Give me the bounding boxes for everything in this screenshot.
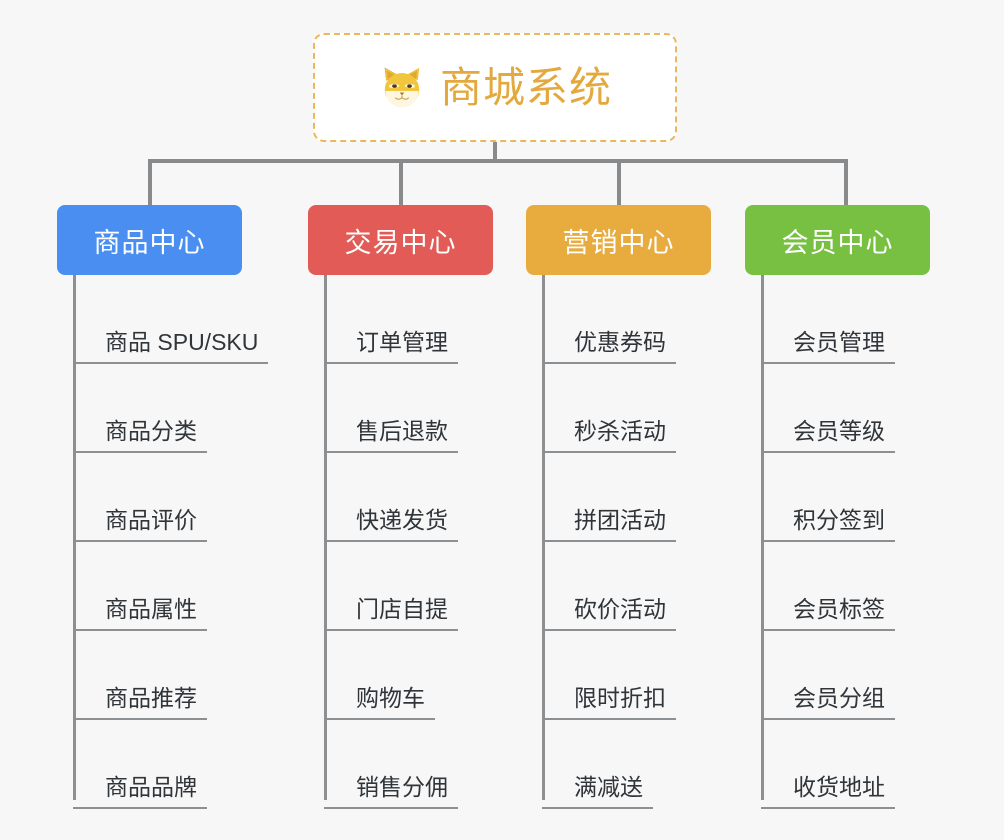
- connector-drop-3: [617, 159, 621, 205]
- leaf-item-4-6[interactable]: 收货地址: [761, 720, 895, 809]
- leaf-item-1-2[interactable]: 商品分类: [73, 364, 207, 453]
- category-box-2[interactable]: 交易中心: [308, 205, 493, 275]
- leaf-item-1-4[interactable]: 商品属性: [73, 542, 207, 631]
- leaf-item-label: 商品 SPU/SKU: [73, 329, 269, 364]
- leaf-item-4-3[interactable]: 积分签到: [761, 453, 895, 542]
- leaf-item-3-5[interactable]: 限时折扣: [542, 631, 676, 720]
- leaf-item-label: 优惠券码: [542, 329, 676, 364]
- leaf-item-label: 售后退款: [324, 418, 458, 453]
- category-box-3[interactable]: 营销中心: [526, 205, 711, 275]
- leaf-item-label: 商品推荐: [73, 685, 207, 720]
- leaf-item-label: 商品属性: [73, 596, 207, 631]
- category-box-1[interactable]: 商品中心: [57, 205, 242, 275]
- leaf-item-2-2[interactable]: 售后退款: [324, 364, 458, 453]
- leaf-item-1-3[interactable]: 商品评价: [73, 453, 207, 542]
- leaf-item-label: 砍价活动: [542, 596, 676, 631]
- leaf-spine-3: [542, 275, 545, 800]
- root-node-商城系统[interactable]: 商城系统: [313, 33, 677, 142]
- leaf-item-label: 快递发货: [324, 507, 458, 542]
- leaf-item-1-6[interactable]: 商品品牌: [73, 720, 207, 809]
- leaf-spine-1: [73, 275, 76, 800]
- leaf-spine-4: [761, 275, 764, 800]
- leaf-spine-2: [324, 275, 327, 800]
- leaf-item-label: 销售分佣: [324, 774, 458, 809]
- leaf-item-label: 门店自提: [324, 596, 458, 631]
- leaf-item-3-1[interactable]: 优惠券码: [542, 275, 676, 364]
- leaf-item-3-3[interactable]: 拼团活动: [542, 453, 676, 542]
- category-box-2-label: 交易中心: [344, 227, 457, 258]
- leaf-item-2-1[interactable]: 订单管理: [324, 275, 458, 364]
- leaf-item-2-3[interactable]: 快递发货: [324, 453, 458, 542]
- leaf-item-label: 商品品牌: [73, 774, 207, 809]
- leaf-item-label: 商品评价: [73, 507, 207, 542]
- leaf-item-4-2[interactable]: 会员等级: [761, 364, 895, 453]
- leaf-item-4-1[interactable]: 会员管理: [761, 275, 895, 364]
- leaf-item-4-4[interactable]: 会员标签: [761, 542, 895, 631]
- leaf-item-1-1[interactable]: 商品 SPU/SKU: [73, 275, 269, 364]
- leaf-item-2-5[interactable]: 购物车: [324, 631, 435, 720]
- leaf-item-label: 拼团活动: [542, 507, 676, 542]
- connector-drop-4: [844, 159, 848, 205]
- leaf-item-label: 会员分组: [761, 685, 895, 720]
- leaf-item-label: 会员管理: [761, 329, 895, 364]
- leaf-item-label: 会员等级: [761, 418, 895, 453]
- connector-drop-2: [399, 159, 403, 205]
- leaf-item-3-4[interactable]: 砍价活动: [542, 542, 676, 631]
- category-box-4[interactable]: 会员中心: [745, 205, 930, 275]
- leaf-item-label: 限时折扣: [542, 685, 676, 720]
- leaf-item-2-4[interactable]: 门店自提: [324, 542, 458, 631]
- root-node-label: 商城系统: [439, 63, 612, 111]
- category-box-1-label: 商品中心: [93, 227, 206, 258]
- leaf-item-label: 会员标签: [761, 596, 895, 631]
- shiba-dog-icon: [378, 64, 426, 112]
- category-box-4-label: 会员中心: [781, 227, 894, 258]
- leaf-item-label: 秒杀活动: [542, 418, 676, 453]
- category-box-3-label: 营销中心: [562, 227, 675, 258]
- leaf-item-label: 收货地址: [761, 774, 895, 809]
- connector-root-stem: [493, 142, 497, 163]
- leaf-item-2-6[interactable]: 销售分佣: [324, 720, 458, 809]
- leaf-item-3-2[interactable]: 秒杀活动: [542, 364, 676, 453]
- leaf-item-3-6[interactable]: 满减送: [542, 720, 653, 809]
- leaf-item-label: 满减送: [542, 774, 653, 809]
- leaf-item-4-5[interactable]: 会员分组: [761, 631, 895, 720]
- leaf-item-label: 商品分类: [73, 418, 207, 453]
- leaf-item-label: 积分签到: [761, 507, 895, 542]
- connector-drop-1: [148, 159, 152, 205]
- connector-horizontal-bus: [148, 159, 848, 163]
- leaf-item-1-5[interactable]: 商品推荐: [73, 631, 207, 720]
- leaf-item-label: 购物车: [324, 685, 435, 720]
- leaf-item-label: 订单管理: [324, 329, 458, 364]
